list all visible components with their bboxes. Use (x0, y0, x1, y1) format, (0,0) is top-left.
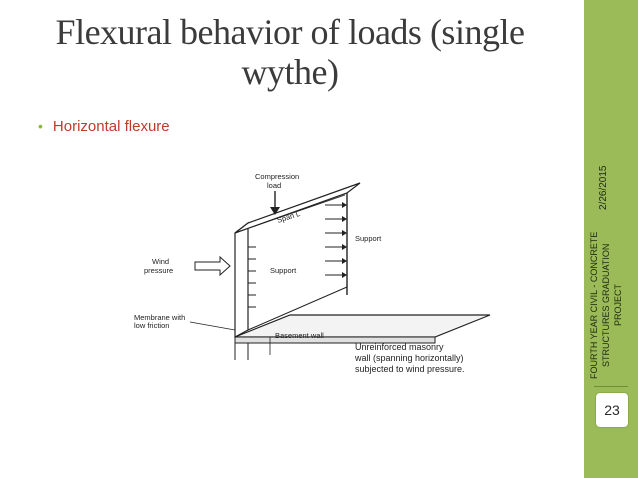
basement-slab-edge (234, 336, 436, 344)
basement-slab (234, 314, 491, 338)
compression-arrow-head (270, 207, 280, 215)
label-support-mid: Support (270, 266, 297, 275)
bullet-text: Horizontal flexure (52, 118, 170, 135)
sidebar-divider (594, 386, 628, 387)
bullet-item: • Horizontal flexure (38, 118, 170, 135)
wall-diagram: Compression load Span L Support Support … (134, 172, 491, 374)
label-wind: Wind (152, 257, 169, 266)
wall-top (234, 182, 361, 234)
label-load: load (267, 181, 281, 190)
flexure-figure: Compression load Span L Support Support … (130, 165, 500, 380)
wall-base-line (247, 286, 348, 331)
membrane-leader (189, 321, 236, 331)
wall-face (234, 221, 249, 339)
page-number-box: 23 (595, 392, 629, 428)
pressure-arrows-left (248, 246, 256, 308)
slide-title: Flexural behavior of loads (single wythe… (55, 12, 525, 92)
caption-line2: wall (spanning horizontally) (354, 353, 464, 363)
label-pressure: pressure (144, 266, 173, 275)
caption-line1: Unreinforced masonry (355, 342, 444, 352)
page-number: 23 (604, 402, 620, 418)
label-membrane: Membrane with (134, 313, 185, 322)
wind-arrow (194, 255, 231, 277)
label-low-friction: low friction (134, 321, 169, 330)
label-basement: Basement wall (275, 331, 324, 340)
caption-line3: subjected to wind pressure. (355, 364, 465, 374)
footer-project: FOURTH YEAR CIVIL - CONCRETE STRUCTURES … (589, 231, 623, 379)
pressure-arrows-right (325, 202, 347, 278)
span-line (251, 194, 346, 228)
bullet-dot-icon: • (38, 118, 43, 134)
label-compression: Compression (255, 172, 299, 181)
label-support-top: Support (355, 234, 382, 243)
slide-date: 2/26/2015 (598, 165, 609, 211)
